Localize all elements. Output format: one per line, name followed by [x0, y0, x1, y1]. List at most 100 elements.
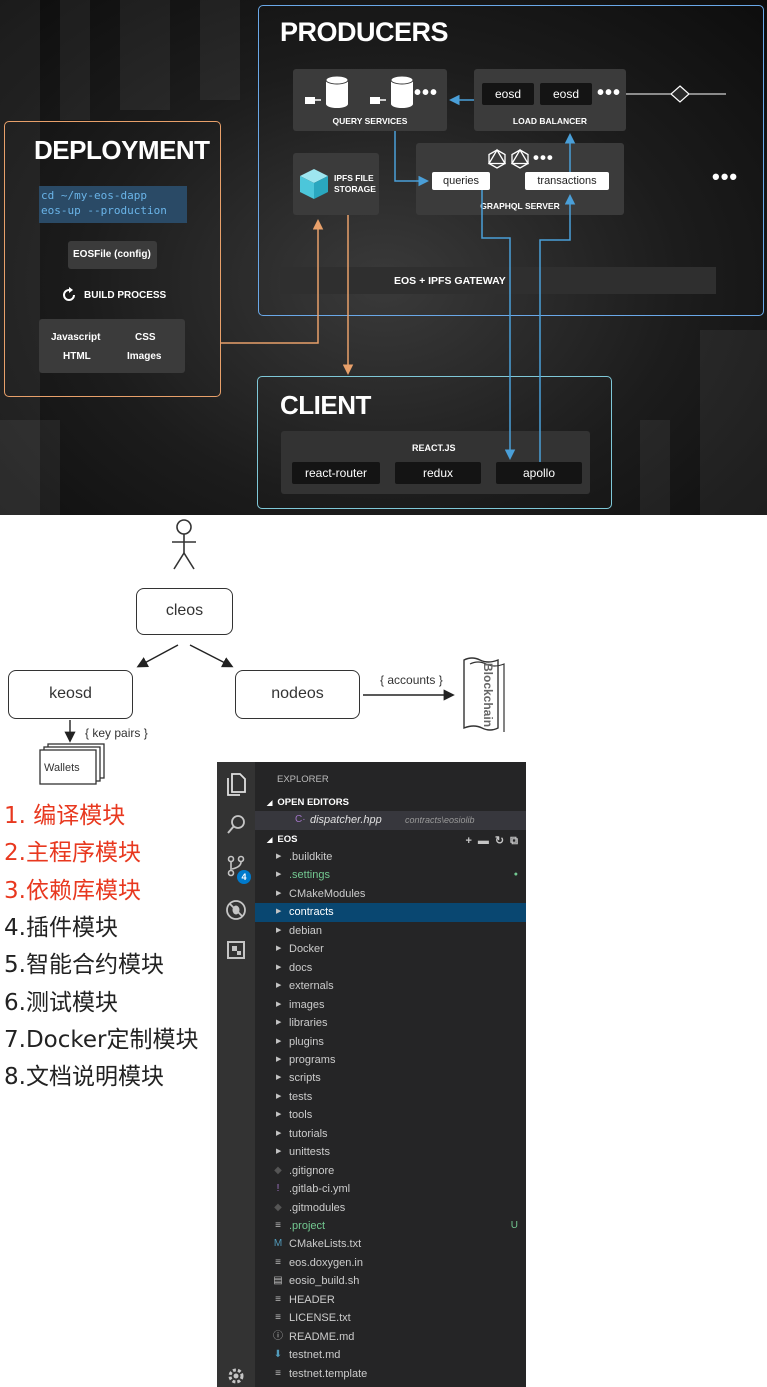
blockchain-scroll-icon [463, 657, 505, 732]
refresh-icon[interactable]: ↻ [494, 835, 511, 847]
folder-item[interactable]: ▶CMakeModules [255, 885, 526, 904]
text-file-icon: ≡ [275, 1220, 281, 1231]
new-file-icon[interactable]: + [465, 835, 478, 847]
folder-item[interactable]: ▶libraries [255, 1014, 526, 1033]
collapsed-chevron-icon: ▶ [276, 1019, 282, 1027]
file-item[interactable]: ◆ .gitmodules [255, 1199, 526, 1218]
open-editor-item[interactable]: C· dispatcher.hpp contracts\eosiolib [255, 811, 526, 830]
collapsed-chevron-icon: ▶ [276, 926, 282, 934]
source-control-icon[interactable] [223, 854, 249, 880]
eosfile-box [68, 241, 157, 269]
collapsed-chevron-icon: ▶ [276, 1000, 282, 1008]
git-file-icon: ◆ [274, 1201, 282, 1213]
load-balancer-label: LOAD BALANCER [512, 116, 588, 126]
module-item: 5.智能合约模块 [4, 952, 164, 979]
refresh-icon [63, 287, 75, 301]
folder-item[interactable]: ▶.buildkite [255, 848, 526, 867]
item-name: externals [289, 980, 334, 993]
eosd-node-2: eosd [540, 83, 592, 105]
folder-item[interactable]: ▶ tools [255, 1106, 526, 1125]
connector-lines [221, 85, 726, 462]
folder-item[interactable]: ▶debian [255, 922, 526, 941]
redux-chip: redux [395, 462, 481, 484]
file-item[interactable]: !.gitlab-ci.yml [255, 1180, 526, 1199]
file-item[interactable]: ⬇testnet.md [255, 1346, 526, 1365]
collapse-all-icon[interactable]: ⧉ [510, 835, 524, 847]
open-editors-label: OPEN EDITORS [277, 797, 350, 808]
module-item: 4.插件模块 [4, 914, 118, 941]
expanded-chevron-icon: ◢ [267, 837, 273, 844]
file-item[interactable]: ≡HEADER [255, 1291, 526, 1310]
database-icon [305, 75, 349, 108]
query-services-label: QUERY SERVICES [332, 116, 408, 126]
item-name: .gitmodules [289, 1201, 346, 1214]
command-box [39, 186, 187, 223]
item-name: .project [289, 1220, 326, 1232]
file-item[interactable]: ≡testnet.template [255, 1365, 526, 1384]
database-icon [370, 75, 414, 108]
item-name: Docker [289, 943, 324, 956]
new-folder-icon[interactable]: ▬ [477, 835, 495, 847]
folder-item[interactable]: ▶.settings● [255, 866, 526, 885]
item-name: testnet.template [289, 1367, 368, 1380]
item-name: .gitlab-ci.yml [289, 1183, 351, 1196]
module-item: 7.Docker定制模块 [4, 1026, 199, 1053]
accounts-label: { accounts } [380, 673, 443, 687]
eosfile-label: EOSFile (config) [73, 249, 151, 260]
deployment-title: DEPLOYMENT [34, 135, 210, 165]
item-name: unittests [289, 1146, 330, 1159]
search-icon[interactable] [223, 813, 249, 839]
item-name: scripts [289, 1072, 321, 1085]
file-item[interactable]: ≡LICENSE.txt [255, 1309, 526, 1328]
settings-gear-icon[interactable] [223, 1363, 249, 1387]
folder-item[interactable]: ▶programs [255, 1051, 526, 1070]
folder-item[interactable]: ▶ tutorials [255, 1125, 526, 1144]
ipfs-label-line2: STORAGE [334, 184, 376, 194]
client-title: CLIENT [280, 390, 371, 420]
item-name: CMakeModules [289, 887, 366, 900]
folder-item[interactable]: ▶ scripts [255, 1069, 526, 1088]
key-pairs-label: { key pairs } [85, 726, 148, 740]
debug-icon[interactable] [223, 898, 249, 924]
collapsed-chevron-icon: ▶ [276, 1111, 282, 1119]
module-item: 6.测试模块 [4, 989, 118, 1016]
file-item[interactable]: ▤eosio_build.sh [255, 1272, 526, 1291]
git-status-indicator: ● [513, 871, 518, 879]
gateway-label: EOS + IPFS GATEWAY [394, 275, 506, 287]
folder-item[interactable]: ▶images [255, 996, 526, 1015]
folder-item[interactable]: ▶Docker [255, 940, 526, 959]
item-name: tests [289, 1090, 313, 1103]
collapsed-chevron-icon: ▶ [276, 982, 282, 990]
folder-item[interactable]: ▶contracts [255, 903, 526, 922]
item-name: .settings [289, 869, 330, 882]
cpp-file-icon: C· [295, 814, 306, 825]
item-name: tutorials [289, 1127, 328, 1140]
collapsed-chevron-icon: ▶ [276, 1129, 282, 1137]
vscode-window: 4 EXPLORER ◢OPEN EDITORS C· dispatcher.h… [217, 762, 526, 1387]
item-name: eosio_build.sh [289, 1275, 360, 1288]
project-section[interactable]: ◢EOS +▬↻⧉ [267, 834, 526, 847]
extensions-icon[interactable] [223, 938, 249, 964]
folder-item[interactable]: ▶docs [255, 959, 526, 978]
collapsed-chevron-icon: ▶ [276, 1074, 282, 1082]
cleos-connectors [64, 644, 455, 743]
open-editors-section[interactable]: ◢OPEN EDITORS [267, 797, 349, 808]
folder-item[interactable]: ▶plugins [255, 1033, 526, 1052]
item-name: docs [289, 961, 313, 974]
file-item[interactable]: ≡eos.doxygen.in [255, 1254, 526, 1273]
cleos-label: cleos [165, 602, 204, 619]
folder-item[interactable]: ▶unittests [255, 1143, 526, 1162]
files-icon[interactable] [223, 772, 249, 798]
file-item[interactable]: ◆.gitignore [255, 1162, 526, 1181]
item-name: tools [289, 1109, 313, 1122]
markdown-file-icon: M [273, 1238, 283, 1250]
folder-item[interactable]: ▶tests [255, 1088, 526, 1107]
graphql-server-label: GRAPHQL SERVER [480, 201, 560, 211]
folder-item[interactable]: ▶ externals [255, 977, 526, 996]
download-file-icon: ⬇ [273, 1349, 283, 1361]
gateway-bar [280, 267, 716, 294]
collapsed-chevron-icon: ▶ [276, 853, 282, 860]
